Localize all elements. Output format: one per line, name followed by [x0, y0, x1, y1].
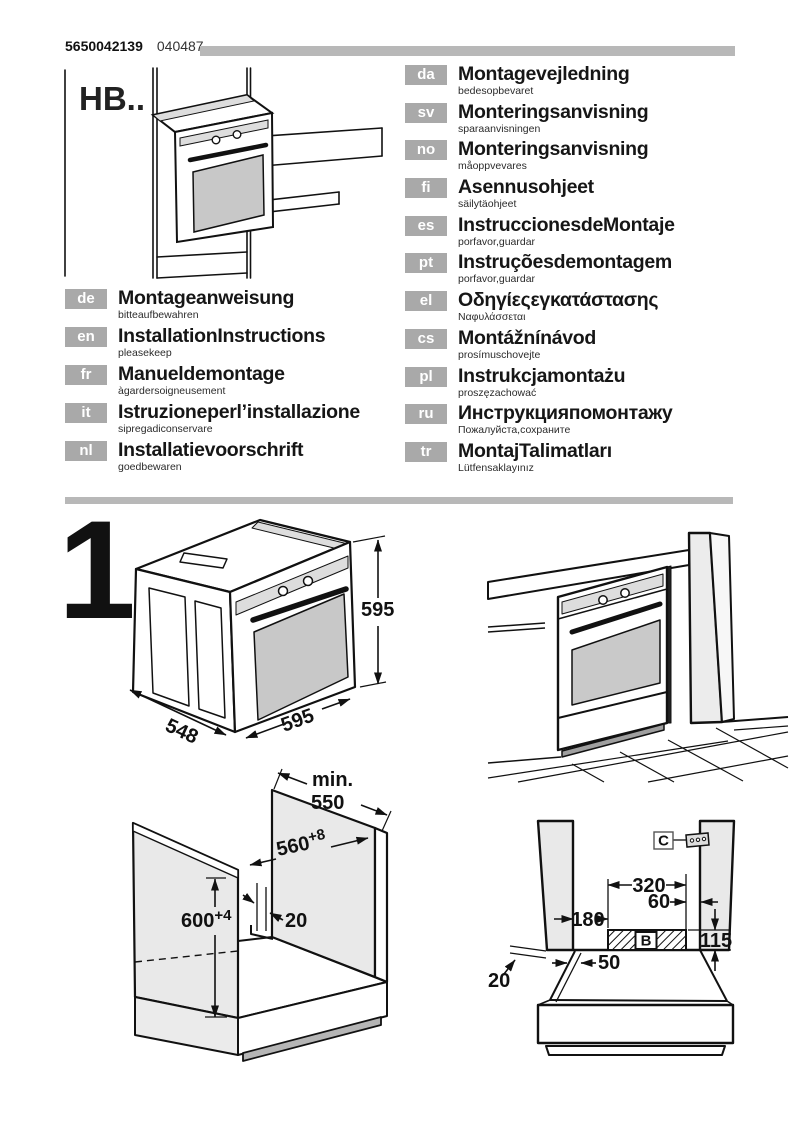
language-title: Инструкцияпомонтажу	[458, 402, 673, 425]
dim-niche-top-width: 320	[632, 875, 665, 897]
dim-cabinet-rear-gap: 20	[285, 910, 307, 932]
language-note: Lütfensaklayınız	[458, 461, 534, 474]
dim-oven-depth: 548	[162, 715, 202, 749]
language-tag: sv	[405, 102, 447, 123]
dim-niche-step-depth: 50	[598, 952, 620, 974]
language-note: sipregadiconservare	[118, 423, 213, 435]
label-connector-c: C	[658, 833, 669, 850]
language-note: Пожалуйста,сохраните	[458, 424, 571, 437]
step-number: 1	[58, 491, 136, 648]
language-title: InstallationInstructions	[118, 325, 326, 347]
dim-niche-right-offset: 60	[648, 891, 670, 913]
language-title: Instrukcjamontażu	[458, 364, 626, 387]
language-title: Monteringsanvisning	[458, 138, 649, 161]
language-title: Installatievoorschrift	[118, 439, 304, 461]
language-tag: pt	[405, 253, 447, 274]
language-title: Οδηγίεςεγκατάστασης	[458, 289, 659, 312]
cabinet-niche-drawing: min. 550 560+8 600+4 20	[131, 768, 392, 1062]
language-note: àgardersoigneusement	[118, 385, 226, 397]
illustration-oven	[150, 93, 275, 244]
language-tag: it	[65, 403, 107, 423]
installed-oven-drawing	[487, 531, 789, 783]
model-label: HB..	[79, 80, 145, 117]
dim-niche-left-offset: 180	[571, 909, 604, 931]
print-code: 040487	[156, 38, 204, 54]
dim-cabinet-min-label: min.	[312, 769, 353, 791]
oven-cabinet-illustration: HB..	[64, 67, 383, 279]
language-note: pleasekeep	[118, 347, 172, 359]
language-title: Manueldemontage	[118, 363, 285, 385]
language-tag: da	[405, 65, 447, 85]
language-note: porfavor,guardar	[458, 273, 536, 286]
language-note: Ναφυλάσσεται	[458, 311, 526, 324]
language-note: porfavor,guardar	[458, 235, 536, 248]
language-title: Instruçõesdemontagem	[458, 251, 672, 274]
dim-niche-vent-height: 115	[700, 930, 732, 952]
document-header: 5650042139 040487	[65, 39, 204, 54]
language-title: Monteringsanvisning	[458, 100, 649, 123]
language-note: säilytäohjeet	[458, 198, 517, 211]
label-zone-b: B	[641, 933, 652, 950]
language-note: måoppvevares	[458, 160, 527, 173]
language-note: proszęzachować	[458, 386, 537, 399]
oven-dimensions-drawing: 595 548 595	[129, 518, 394, 749]
dim-oven-height: 595	[361, 599, 394, 621]
language-title: Asennusohjeet	[458, 176, 594, 199]
language-tag: cs	[405, 328, 447, 349]
language-title: Montagevejledning	[458, 63, 630, 85]
language-tag: es	[405, 215, 447, 236]
language-title: InstruccionesdeMontaje	[458, 213, 675, 236]
language-note: sparaanvisningen	[458, 122, 541, 135]
niche-front-drawing: C B 320 60 180 115 50 20	[488, 819, 736, 1056]
language-tag: ru	[405, 404, 447, 425]
language-tag: pl	[405, 366, 447, 387]
language-note: bedesopbevaret	[458, 85, 534, 97]
language-note: prosímuschovejte	[458, 348, 541, 361]
language-tag: fr	[65, 365, 107, 385]
connector-part	[685, 832, 710, 848]
language-title: MontajTalimatları	[458, 439, 612, 462]
language-tag: no	[405, 140, 447, 161]
dim-niche-step-gap: 20	[488, 970, 510, 992]
dim-cabinet-width: 560+8	[274, 826, 329, 861]
language-tag: nl	[65, 441, 107, 461]
language-note: bitteaufbewahren	[118, 309, 199, 321]
language-tag: tr	[405, 441, 447, 462]
document-number: 5650042139	[65, 38, 143, 54]
language-title: Montážnínávod	[458, 326, 597, 349]
language-tag: fi	[405, 178, 447, 199]
language-tag: de	[65, 289, 107, 309]
dim-cabinet-height: 600+4	[181, 907, 232, 932]
language-title: Montageanweisung	[118, 287, 295, 309]
language-tag: el	[405, 291, 447, 312]
language-tag: en	[65, 327, 107, 347]
language-note: goedbewaren	[118, 461, 182, 473]
section-divider-rule	[65, 497, 733, 504]
dim-cabinet-min-depth: 550	[311, 792, 344, 814]
header-rule	[200, 46, 735, 56]
language-title: Istruzioneperl’installazione	[118, 401, 360, 423]
